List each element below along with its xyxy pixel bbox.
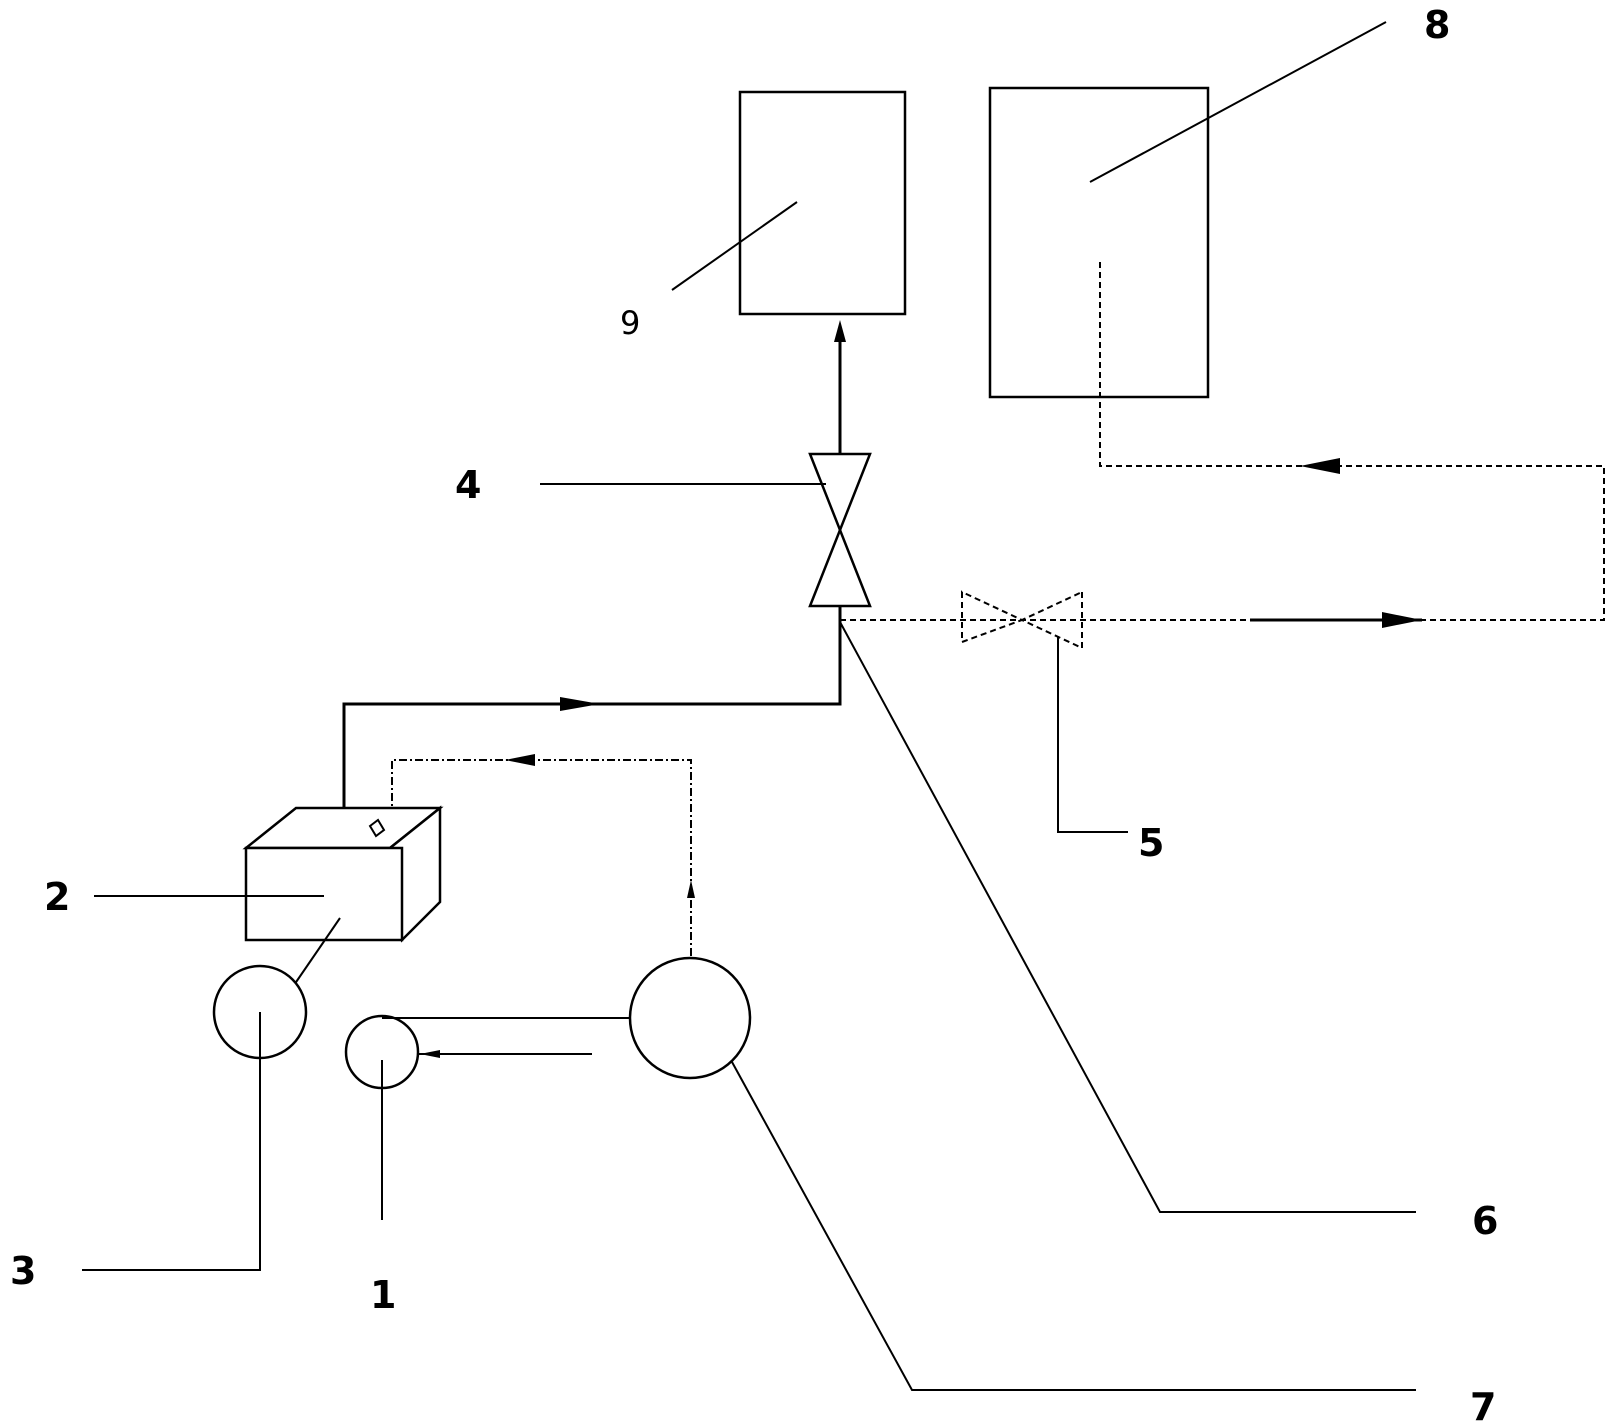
leader-line-5 <box>1057 636 1128 833</box>
leader-line-8 <box>1089 21 1387 183</box>
valve-5 <box>961 590 1083 650</box>
leader-line-6 <box>839 621 1416 1213</box>
flow-arrow-to-1 <box>420 1050 440 1058</box>
label-8: 8 <box>1424 3 1450 47</box>
label-9: 9 <box>620 304 640 342</box>
leader-line-7 <box>731 1061 1416 1391</box>
component-7-circle <box>628 956 752 1080</box>
label-3: 3 <box>10 1249 36 1293</box>
flow-arrow-signal-left <box>505 754 535 766</box>
label-4: 4 <box>455 463 481 507</box>
dashed-return-line <box>1099 262 1605 621</box>
flow-arrow-signal-up <box>687 880 695 898</box>
leader-line-3 <box>82 1012 261 1271</box>
flow-arrow-left <box>1300 458 1340 474</box>
flow-arrow-up <box>834 320 846 342</box>
label-7: 7 <box>1470 1385 1496 1428</box>
dashdot-signal-line <box>391 759 692 956</box>
label-6: 6 <box>1472 1199 1498 1243</box>
flow-arrow-pipe <box>560 697 600 711</box>
label-1: 1 <box>370 1273 396 1317</box>
component-9-box <box>738 90 907 316</box>
component-2-box <box>242 805 444 943</box>
link-2-3 <box>291 917 341 989</box>
main-pipe-lower <box>342 620 842 828</box>
component-8-box <box>988 86 1210 399</box>
flow-arrow-right <box>1382 612 1422 628</box>
valve-4 <box>808 452 872 608</box>
leader-line-9 <box>671 201 798 291</box>
label-2: 2 <box>44 875 70 919</box>
label-5: 5 <box>1138 821 1164 865</box>
